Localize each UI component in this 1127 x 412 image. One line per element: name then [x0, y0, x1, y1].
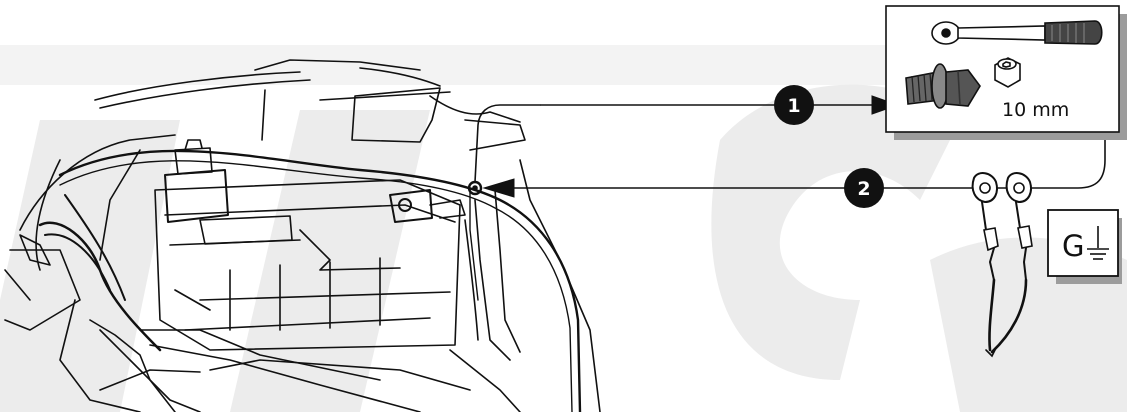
callout-1: 1 — [774, 85, 814, 125]
ground-letter: G — [1062, 229, 1084, 263]
engine-bay-illustration — [4, 59, 601, 412]
callout-1-number: 1 — [787, 95, 800, 117]
callout-2: 2 — [844, 168, 884, 208]
ring-terminal-icon — [1005, 172, 1033, 281]
tool-box: 10 mm — [885, 5, 1127, 140]
callout-2-number: 2 — [857, 178, 870, 200]
flange-bolt-icon — [905, 63, 981, 109]
ground-symbol-icon — [1087, 226, 1109, 260]
trailer-harness-wires — [58, 104, 582, 412]
socket-icon — [994, 57, 1021, 88]
ratchet-wrench-icon — [931, 20, 1103, 45]
ring-terminal-wires — [971, 172, 1033, 358]
socket-size-label: 10 mm — [1002, 99, 1069, 121]
ring-terminal-icon — [971, 172, 999, 281]
callout-1-arrow — [540, 95, 900, 115]
ground-badge: G — [1047, 209, 1122, 284]
